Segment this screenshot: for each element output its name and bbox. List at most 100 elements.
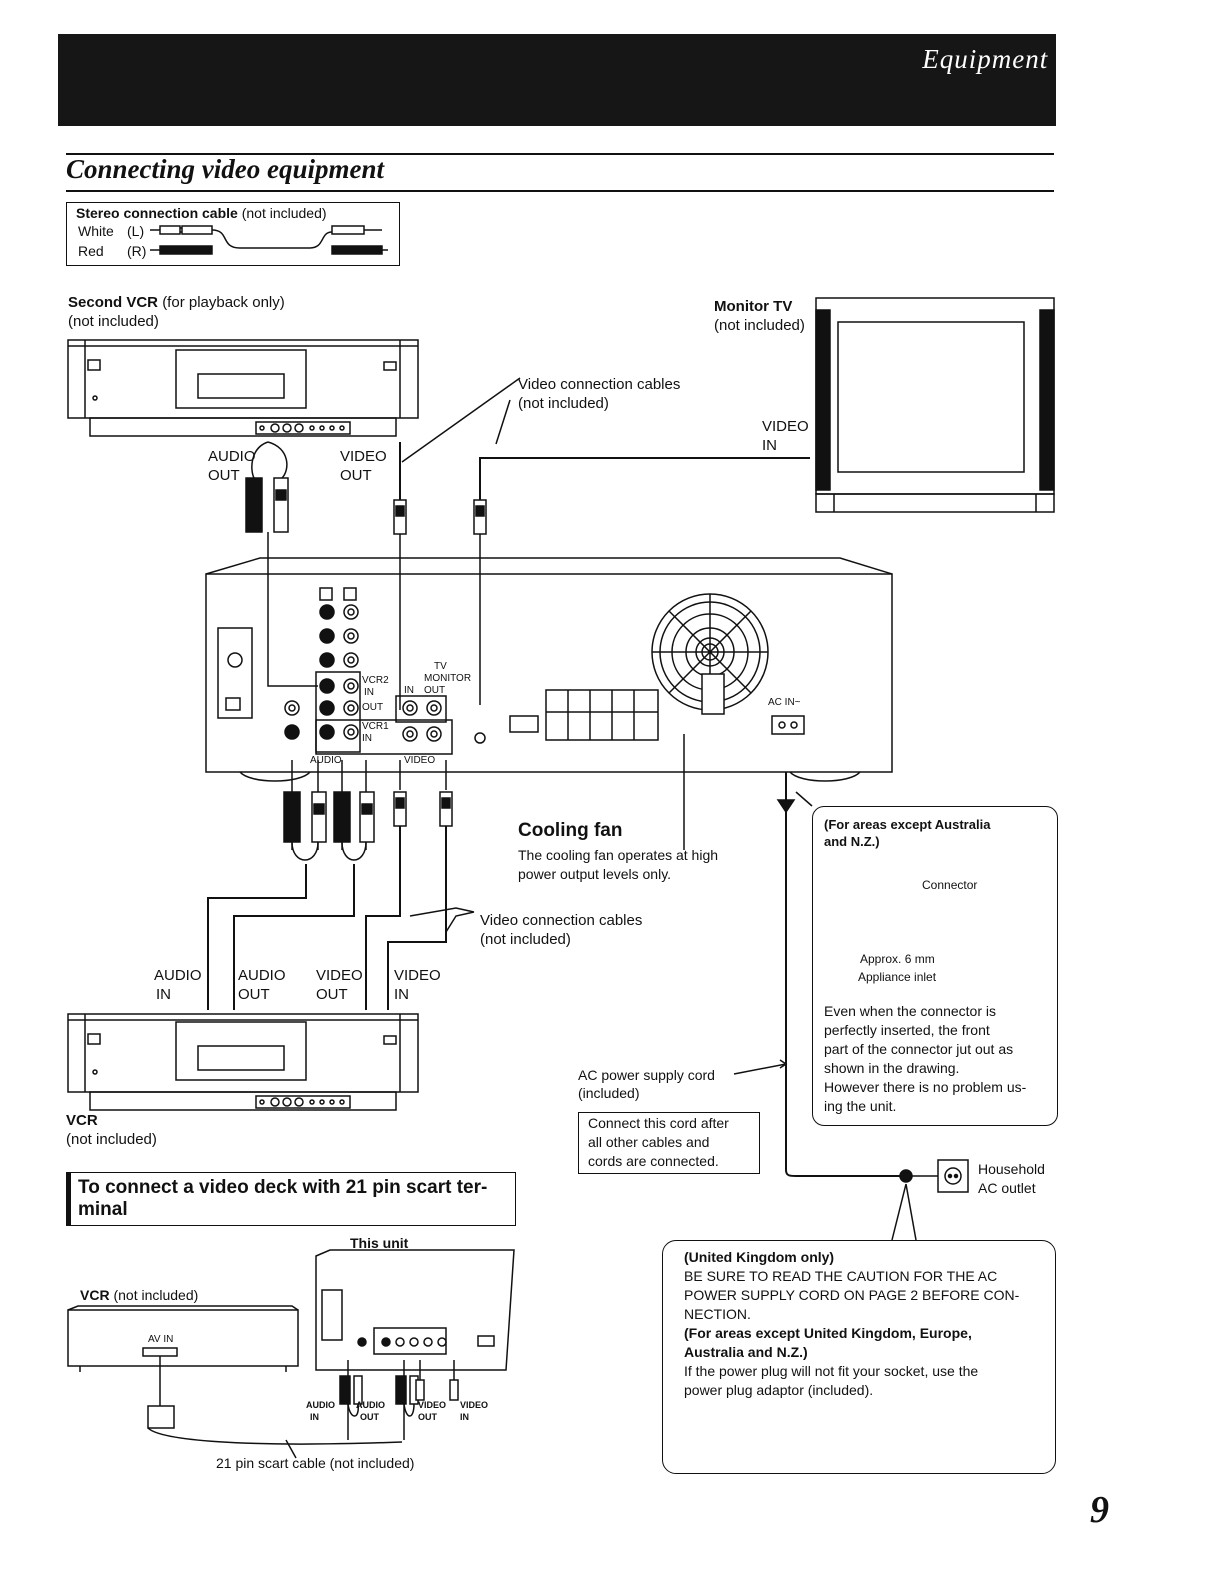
cooling-fan-desc-2: power output levels only. xyxy=(518,866,672,882)
cooling-fan-desc-1: The cooling fan operates at high xyxy=(518,847,719,863)
vcr-audio-out-2: OUT xyxy=(238,986,270,1003)
connector-label: Connector xyxy=(922,878,978,892)
areas-note: Even when the connector is perfectly ins… xyxy=(824,1002,1026,1116)
white-label: White xyxy=(78,223,114,239)
vcr-drawing xyxy=(67,1013,419,1111)
sv-video-out-2: OUT xyxy=(340,467,372,484)
video-cables-bottom-1: Video connection cables xyxy=(480,912,643,929)
uk-adaptor-line: power plug adaptor (included). xyxy=(684,1382,874,1398)
monitor-tv-drawing xyxy=(815,297,1055,513)
section-rule xyxy=(66,190,1054,192)
panel-audio: AUDIO xyxy=(310,755,342,766)
uk-box xyxy=(662,1240,1056,1474)
panel-monitor: MONITOR xyxy=(424,673,472,684)
areas-note-line: ing the unit. xyxy=(824,1098,897,1114)
video-cables-top-1: Video connection cables xyxy=(518,376,681,393)
scart-vcr-title: VCR xyxy=(80,1287,110,1303)
household-2: AC outlet xyxy=(978,1180,1036,1196)
panel-out: OUT xyxy=(362,702,384,713)
monitor-video-in-2: IN xyxy=(762,437,777,454)
approx-label: Approx. 6 mm xyxy=(860,952,935,966)
video-cables-top-2: (not included) xyxy=(518,395,609,412)
areas-note-line: Even when the connector is xyxy=(824,1003,996,1019)
cable-legend-title: Stereo connection cable (not included) xyxy=(76,204,327,222)
cord-note-line: Connect this cord after xyxy=(588,1115,729,1131)
stereo-cable-icon xyxy=(150,225,388,255)
second-vcr-title-text: Second VCR xyxy=(68,294,159,311)
scart-video-out-2: OUT xyxy=(418,1412,437,1422)
monitor-tv-included: (not included) xyxy=(714,317,805,334)
areas-note-line: However there is no problem us- xyxy=(824,1079,1027,1095)
scart-vcr-note: (not included) xyxy=(113,1287,199,1303)
scart-audio-out-2: OUT xyxy=(360,1412,379,1422)
uk-caution-line: BE SURE TO READ THE CAUTION FOR THE AC xyxy=(684,1268,998,1284)
cord-note-line: all other cables and xyxy=(588,1134,710,1150)
scart-title-2: minal xyxy=(78,1199,128,1220)
this-unit-label: This unit xyxy=(350,1235,409,1251)
cable-legend-title-note: (not included) xyxy=(241,205,327,221)
panel-in: IN xyxy=(404,685,414,696)
cable-legend-title-bold: Stereo connection cable xyxy=(76,205,238,221)
ac-cord-2: (included) xyxy=(578,1085,640,1101)
vcr-audio-in-2: IN xyxy=(156,986,171,1003)
vcr-video-out-2: OUT xyxy=(316,986,348,1003)
vcr-video-in-1: VIDEO xyxy=(394,967,441,984)
second-vcr-included: (not included) xyxy=(68,313,159,330)
appliance-inlet-label: Appliance inlet xyxy=(858,970,937,984)
uk-areas-1: (For areas except United Kingdom, Europe… xyxy=(684,1325,972,1341)
scart-cable-label: 21 pin scart cable (not included) xyxy=(216,1455,415,1471)
sv-audio-out-1: AUDIO xyxy=(208,448,256,465)
scart-audio-out-1: AUDIO xyxy=(356,1400,385,1410)
header-bar xyxy=(58,34,1056,126)
household-1: Household xyxy=(978,1161,1045,1177)
second-vcr-drawing xyxy=(67,339,419,437)
areas-title-1: (For areas except Australia xyxy=(824,817,991,832)
panel-video: VIDEO xyxy=(404,755,436,766)
cord-note-box xyxy=(578,1112,760,1174)
top-rule xyxy=(66,153,1054,155)
areas-note-line: part of the connector jut out as xyxy=(824,1041,1014,1057)
vcr-included: (not included) xyxy=(66,1131,157,1148)
areas-title-2: and N.Z.) xyxy=(824,834,880,849)
page-number: 9 xyxy=(1090,1489,1109,1531)
panel-tv: TV xyxy=(434,661,447,672)
header-title: Equipment connections xyxy=(922,44,1196,74)
scart-title-box xyxy=(66,1172,516,1226)
uk-caution-line: NECTION. xyxy=(684,1306,751,1322)
sv-audio-out-2: OUT xyxy=(208,467,240,484)
section-title: Connecting video equipment xyxy=(66,154,385,184)
uk-areas-2: Australia and N.Z.) xyxy=(684,1344,808,1360)
monitor-tv-title: Monitor TV xyxy=(714,298,793,315)
scart-video-in-1: VIDEO xyxy=(460,1400,489,1410)
monitor-video-in-1: VIDEO xyxy=(762,418,809,435)
uk-adaptor-line: If the power plug will not fit your sock… xyxy=(684,1363,979,1379)
cooling-fan-title: Cooling fan xyxy=(518,820,623,841)
scart-audio-in-2: IN xyxy=(310,1412,319,1422)
panel-vcr1: VCR1 xyxy=(362,721,389,732)
vcr-video-in-2: IN xyxy=(394,986,409,1003)
sv-video-out-1: VIDEO xyxy=(340,448,387,465)
red-channel: (R) xyxy=(127,243,147,259)
second-vcr-note: (for playback only) xyxy=(162,294,285,311)
areas-note-line: shown in the drawing. xyxy=(824,1060,960,1076)
vcr-video-out-1: VIDEO xyxy=(316,967,363,984)
scart-video-in-2: IN xyxy=(460,1412,469,1422)
red-label: Red xyxy=(78,243,104,259)
vcr-audio-out-1: AUDIO xyxy=(238,967,286,984)
second-vcr-title: Second VCR (for playback only) xyxy=(68,294,285,312)
scart-audio-in-1: AUDIO xyxy=(306,1400,335,1410)
video-cables-bottom-2: (not included) xyxy=(480,931,571,948)
panel-vcr2: VCR2 xyxy=(362,675,389,686)
receiver-drawing xyxy=(205,557,893,782)
cord-note: Connect this cord after all other cables… xyxy=(588,1114,729,1171)
panel-ac-in: AC IN~ xyxy=(768,697,801,708)
vcr-title: VCR xyxy=(66,1112,98,1129)
uk-box-text: (United Kingdom only) BE SURE TO READ TH… xyxy=(684,1248,1044,1400)
scart-video-out-1: VIDEO xyxy=(418,1400,447,1410)
ac-cord-1: AC power supply cord xyxy=(578,1067,715,1083)
scart-vcr-label: VCR (not included) xyxy=(80,1286,198,1304)
panel-vcr2-in: IN xyxy=(364,687,374,698)
uk-title: (United Kingdom only) xyxy=(684,1249,835,1265)
panel-out2: OUT xyxy=(424,685,446,696)
